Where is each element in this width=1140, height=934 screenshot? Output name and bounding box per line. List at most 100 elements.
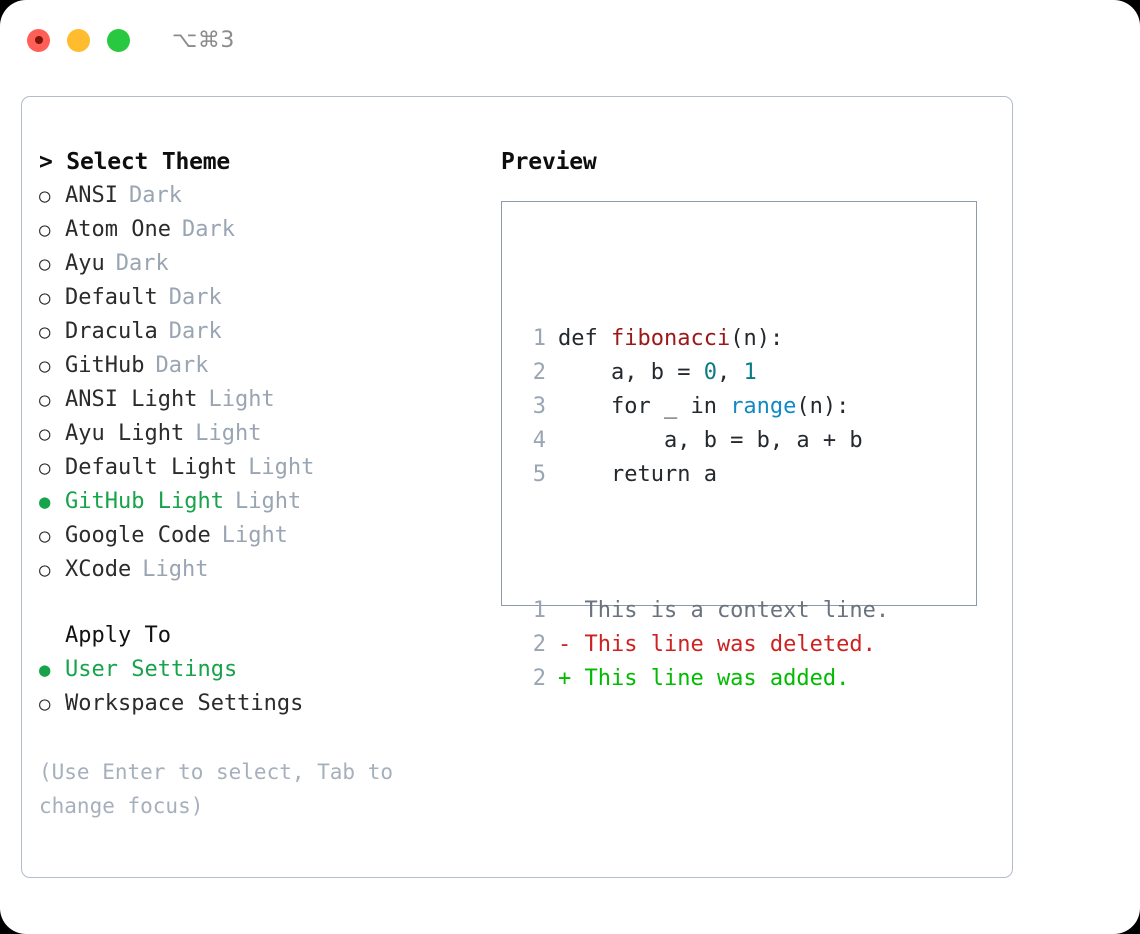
radio-unselected-icon: ○	[39, 389, 51, 411]
theme-option-atom-one[interactable]: ○ Atom One Dark	[39, 213, 479, 247]
radio-unselected-icon: ○	[39, 457, 51, 479]
diff-lines: 1 This is a context line.2- This line wa…	[520, 594, 889, 696]
code-line: 5 return a	[520, 458, 889, 492]
apply-to-list: ● User Settings ○ Workspace Settings	[39, 653, 479, 721]
code-token-plain: ,	[716, 360, 744, 385]
theme-variant-badge: Light	[234, 489, 302, 514]
apply-to-option-user-settings[interactable]: ● User Settings	[39, 653, 479, 687]
diff-line-del: 2- This line was deleted.	[520, 628, 889, 662]
code-line: 1 def fibonacci(n):	[520, 322, 889, 356]
diff-line-add: 2 + This line was added.	[520, 662, 889, 696]
theme-option-label: ANSI Light	[65, 387, 198, 412]
radio-selected-icon: ●	[39, 491, 51, 513]
code-token-plain: a, b = b, a + b	[558, 428, 863, 453]
code-line-content: a, b = b, a + b	[558, 424, 863, 458]
code-token-plain: for _ in	[558, 394, 731, 419]
code-token-plain: a, b =	[558, 360, 704, 385]
code-line-content: return a	[558, 458, 717, 492]
code-line-content: a, b = 0, 1	[558, 356, 757, 390]
apply-to-option-label: User Settings	[65, 657, 238, 682]
theme-option-label: Google Code	[65, 523, 211, 548]
code-token-plain: return a	[558, 462, 717, 487]
code-token-fn: fibonacci	[610, 326, 731, 351]
theme-option-label: Dracula	[65, 319, 158, 344]
code-line-number: 1	[532, 326, 546, 351]
theme-option-label: ANSI	[65, 183, 118, 208]
theme-variant-badge: Dark	[155, 353, 209, 378]
theme-variant-badge: Dark	[168, 285, 222, 310]
code-line: 4 a, b = b, a + b	[520, 424, 889, 458]
code-token-plain: def	[558, 326, 611, 351]
title-bar: ⌥⌘3	[0, 0, 1140, 80]
radio-unselected-icon: ○	[39, 253, 51, 275]
diff-line-content: + This line was added.	[558, 666, 850, 691]
code-line: 3 for _ in range(n):	[520, 390, 889, 424]
theme-variant-badge: Light	[221, 523, 288, 548]
theme-variant-badge: Light	[248, 455, 315, 480]
theme-option-ayu[interactable]: ○ Ayu Dark	[39, 247, 479, 281]
theme-option-ayu-light[interactable]: ○ Ayu Light Light	[39, 417, 479, 451]
radio-unselected-icon: ○	[39, 185, 51, 207]
code-token-num: 0	[703, 360, 717, 385]
radio-selected-icon: ●	[39, 659, 51, 681]
apply-to-option-workspace-settings[interactable]: ○ Workspace Settings	[39, 687, 479, 721]
radio-unselected-icon: ○	[39, 423, 51, 445]
theme-variant-badge: Light	[208, 387, 275, 412]
code-line-number: 3	[532, 394, 546, 419]
apply-to-header: Apply To	[65, 623, 171, 648]
theme-variant-badge: Dark	[128, 183, 182, 208]
theme-option-label: Atom One	[65, 217, 171, 242]
theme-option-dracula[interactable]: ○ Dracula Dark	[39, 315, 479, 349]
diff-line-ctx: 1 This is a context line.	[520, 594, 889, 628]
diff-line-number: 1	[532, 598, 546, 623]
apply-to-option-label: Workspace Settings	[65, 691, 304, 716]
theme-option-label: Ayu	[65, 251, 105, 276]
diff-line-content: - This line was deleted.	[558, 632, 876, 657]
code-token-num: 1	[743, 360, 757, 385]
minimize-button[interactable]	[67, 28, 90, 52]
theme-variant-badge: Dark	[168, 319, 222, 344]
code-token-plain: (n):	[730, 326, 784, 351]
theme-variant-badge: Dark	[181, 217, 235, 242]
close-icon	[34, 36, 43, 44]
theme-option-label: XCode	[65, 557, 132, 582]
keyboard-shortcut-label: ⌥⌘3	[172, 27, 235, 53]
code-line-content: for _ in range(n):	[558, 390, 849, 424]
theme-option-ansi[interactable]: ○ ANSI Dark	[39, 179, 479, 213]
maximize-button[interactable]	[107, 28, 130, 52]
code-token-call: range	[730, 394, 797, 419]
radio-unselected-icon: ○	[39, 287, 51, 309]
code-line-number: 2	[532, 360, 546, 385]
code-line-content: def fibonacci(n):	[558, 322, 783, 356]
theme-variant-badge: Light	[195, 421, 262, 446]
code-token-plain: (n):	[796, 394, 850, 419]
radio-unselected-icon: ○	[39, 219, 51, 241]
code-line-number: 5	[532, 462, 546, 487]
radio-unselected-icon: ○	[39, 559, 51, 581]
theme-variant-badge: Dark	[115, 251, 169, 276]
help-text: (Use Enter to select, Tab to change focu…	[39, 760, 394, 818]
code-line: 2 a, b = 0, 1	[520, 356, 889, 390]
diff-line-number: 2	[532, 666, 546, 691]
theme-option-default-light[interactable]: ○ Default Light Light	[39, 451, 479, 485]
radio-unselected-icon: ○	[39, 321, 51, 343]
code-line-number: 4	[532, 428, 546, 453]
radio-unselected-icon: ○	[39, 693, 51, 715]
close-button[interactable]	[27, 28, 50, 52]
theme-option-ansi-light[interactable]: ○ ANSI Light Light	[39, 383, 479, 417]
theme-option-label: Ayu Light	[65, 421, 185, 446]
theme-option-label: Default Light	[65, 455, 238, 480]
